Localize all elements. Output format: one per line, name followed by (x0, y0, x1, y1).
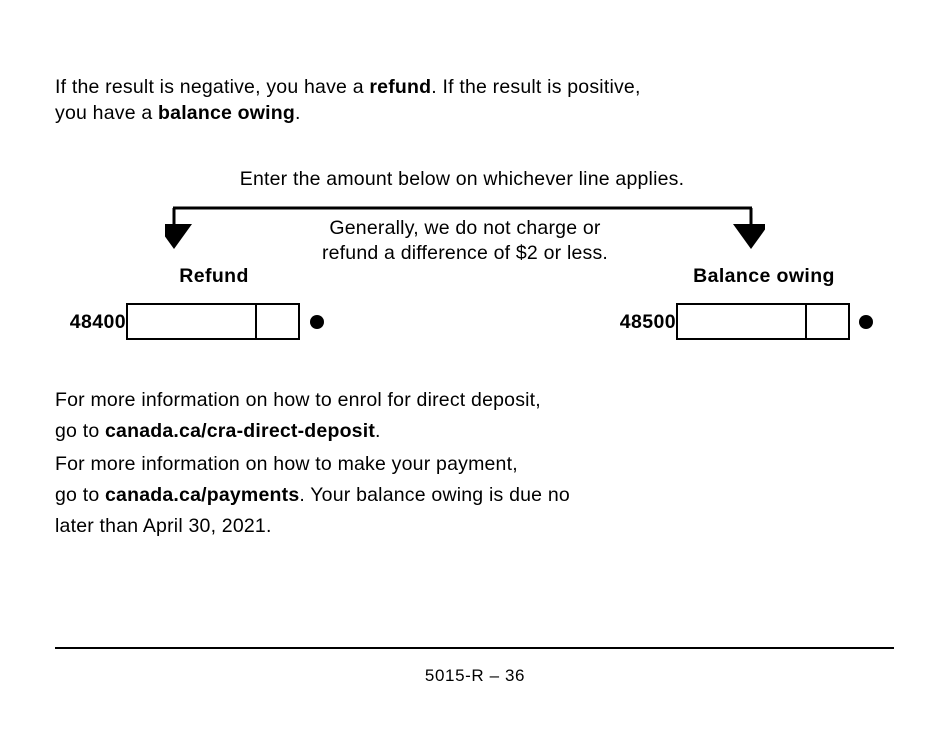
payment-goto-text: go to (55, 484, 105, 506)
arrow-down-right-icon (733, 224, 765, 249)
refund-bullet-icon (310, 315, 324, 329)
refund-label: Refund (179, 265, 249, 287)
intro-line-2-text-b: . (295, 102, 301, 124)
intro-line-1-text-b: . If the result is positive, (431, 76, 641, 98)
payments-url[interactable]: canada.ca/payments (105, 484, 300, 506)
direct-deposit-line-2-end: . (375, 420, 381, 442)
balance-owing-dollars-input[interactable] (678, 305, 807, 338)
intro-balance-owing-bold: balance owing (158, 102, 295, 124)
intro-refund-bold: refund (369, 76, 432, 98)
intro-paragraph: If the result is negative, you have a re… (55, 74, 855, 126)
direct-deposit-info: For more information on how to enrol for… (55, 385, 855, 447)
refund-dollars-input[interactable] (128, 305, 257, 338)
two-dollar-note-line-2: refund a difference of $2 or less. (321, 242, 609, 264)
balance-owing-amount-box[interactable] (676, 303, 850, 340)
intro-line-2: you have a balance owing. (55, 100, 855, 126)
direct-deposit-line-1: For more information on how to enrol for… (55, 389, 541, 411)
intro-line-2-text-a: you have a (55, 102, 159, 124)
direct-deposit-url[interactable]: canada.ca/cra-direct-deposit (105, 420, 376, 442)
payment-line-3: later than April 30, 2021. (55, 515, 272, 537)
balance-owing-bullet-icon (859, 315, 873, 329)
bracket-arrows-svg (165, 206, 765, 249)
balance-owing-label: Balance owing (693, 265, 835, 287)
refund-amount-box[interactable] (126, 303, 300, 340)
balance-owing-cents-input[interactable] (807, 305, 848, 338)
refund-line-number: 48400 (69, 311, 126, 333)
refund-cents-input[interactable] (257, 305, 298, 338)
two-dollar-note-line-1: Generally, we do not charge or (329, 217, 601, 239)
intro-line-1: If the result is negative, you have a re… (55, 74, 855, 100)
arrow-down-left-icon (165, 224, 192, 249)
enter-amount-instruction: Enter the amount below on whichever line… (239, 168, 685, 190)
footer-page-label: 5015-R – 36 (424, 666, 526, 685)
two-dollar-note: Generally, we do not charge or refund a … (265, 216, 665, 266)
payment-line-2-end: . Your balance owing is due no (299, 484, 570, 506)
balance-owing-line-number: 48500 (619, 311, 676, 333)
bracket-arrows (165, 200, 765, 256)
intro-line-1-text-a: If the result is negative, you have a (55, 76, 370, 98)
footer-divider (55, 647, 894, 649)
payment-line-1: For more information on how to make your… (55, 453, 518, 475)
direct-deposit-goto-text: go to (55, 420, 105, 442)
payment-line-2: go to canada.ca/payments. Your balance o… (55, 480, 855, 511)
payment-info: For more information on how to make your… (55, 449, 855, 542)
direct-deposit-line-2: go to canada.ca/cra-direct-deposit. (55, 416, 855, 447)
